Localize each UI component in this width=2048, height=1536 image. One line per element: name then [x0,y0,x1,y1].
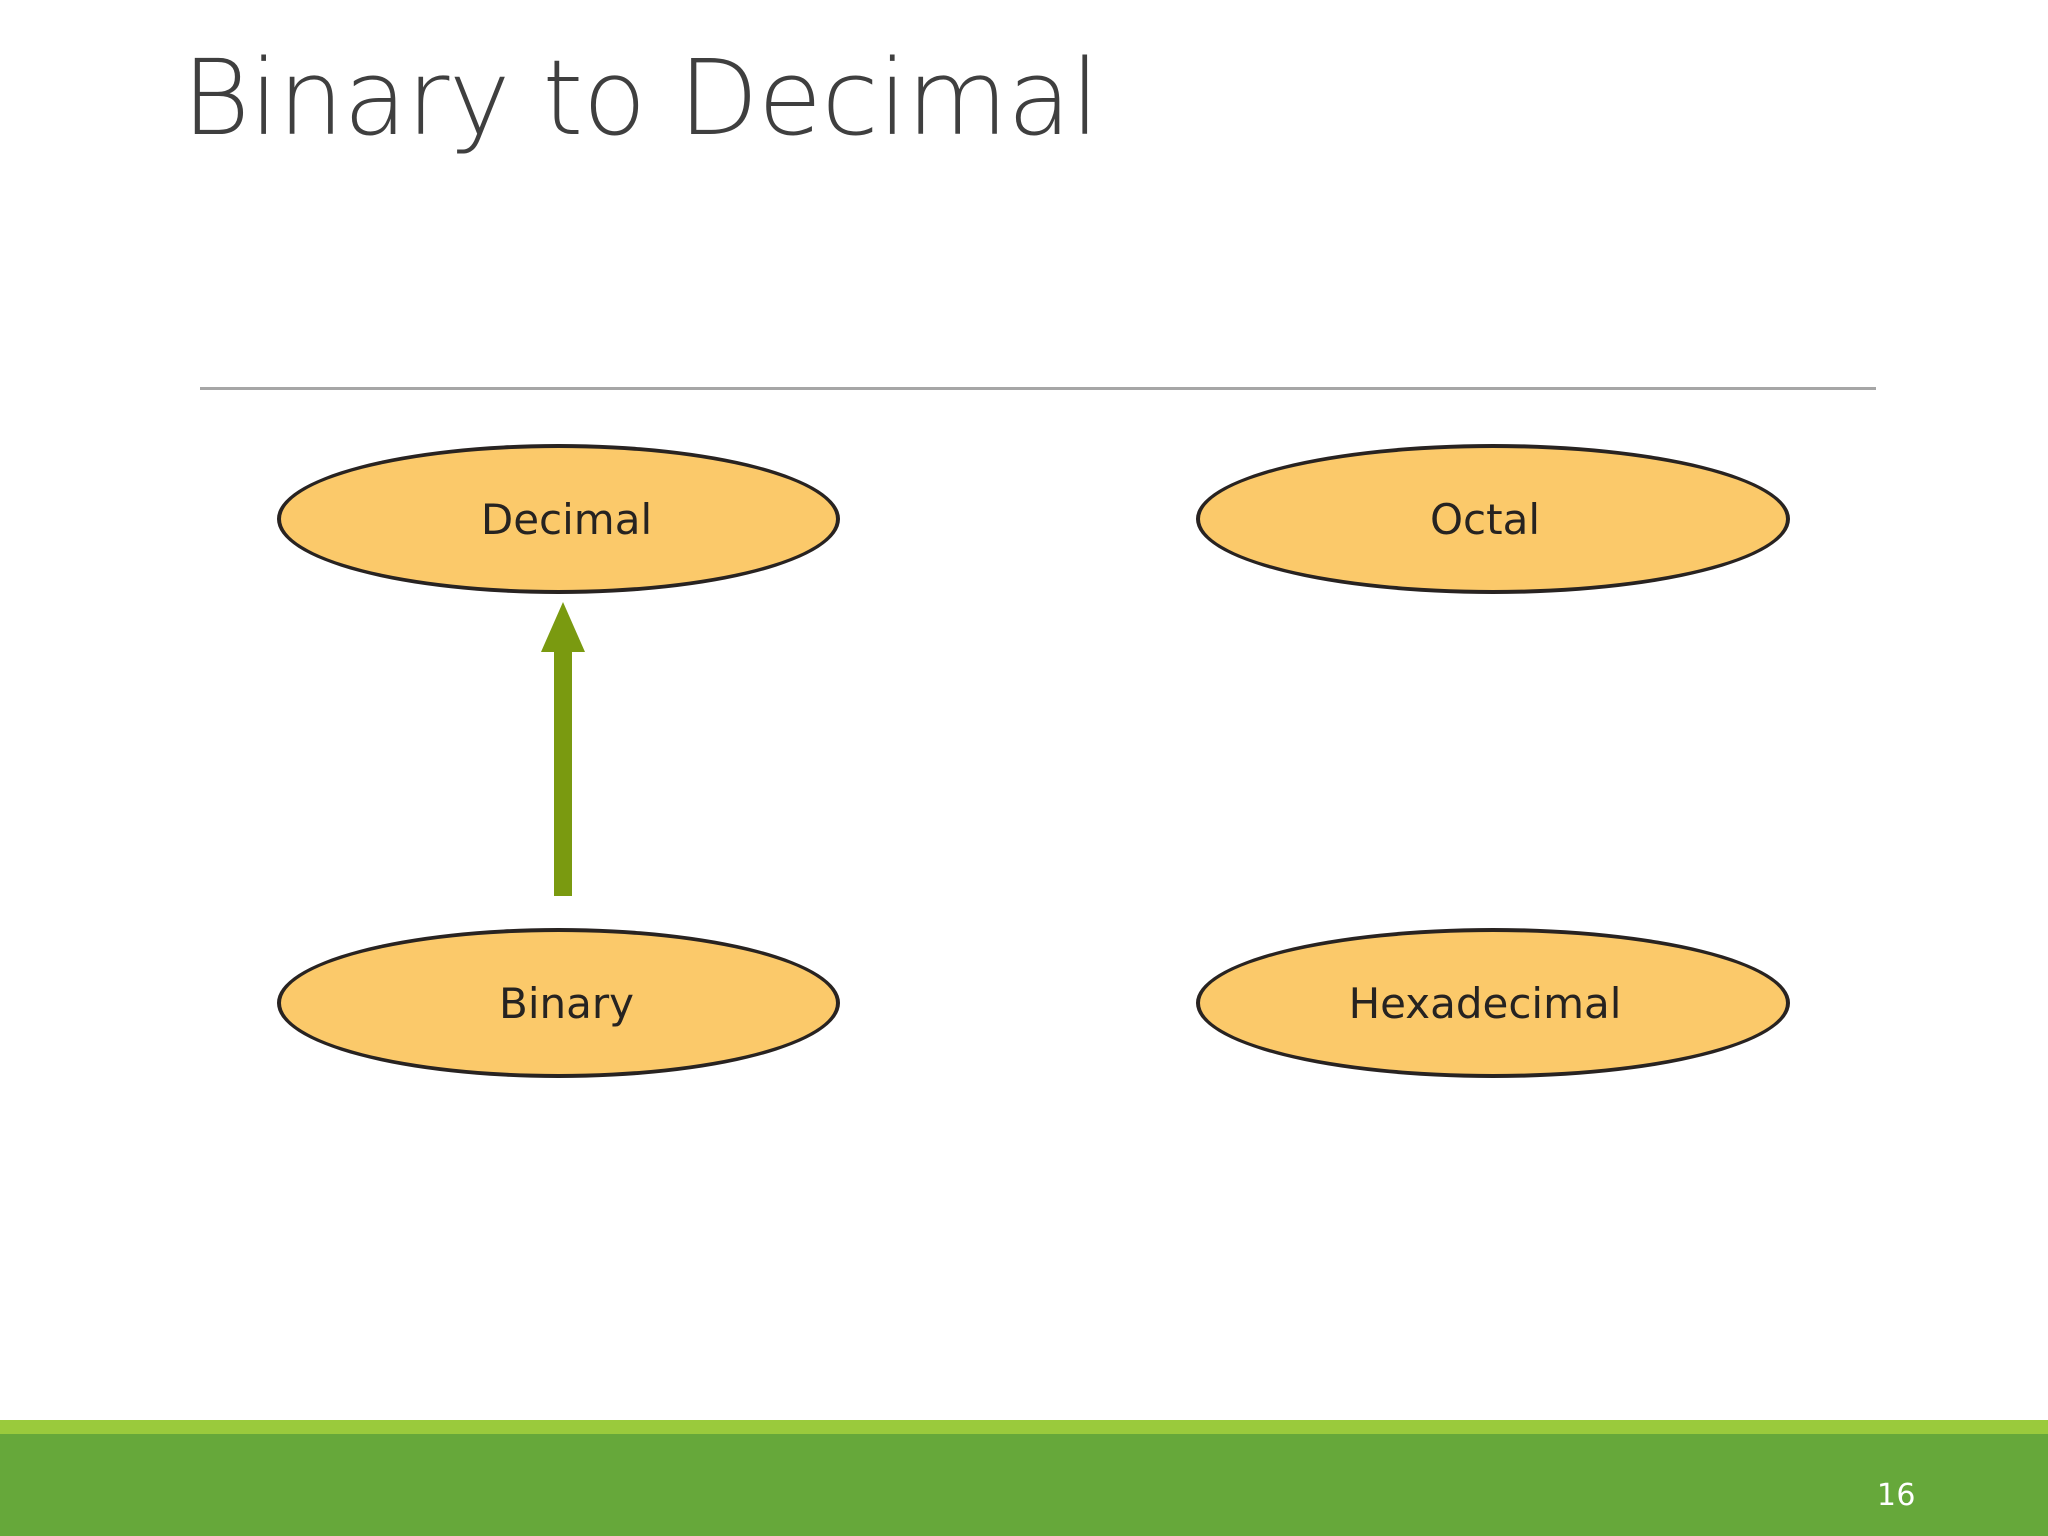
footer-main-bar [0,1434,2048,1536]
footer-accent-strip [0,1420,2048,1434]
diagram-node-hexadecimal[interactable]: Hexadecimal [1196,928,1790,1078]
diagram-node-binary-label: Binary [499,978,634,1028]
diagram-node-decimal[interactable]: Decimal [277,444,840,594]
diagram-node-binary[interactable]: Binary [277,928,840,1078]
diagram-node-octal[interactable]: Octal [1196,444,1790,594]
page-number: 16 [1876,1478,1916,1513]
diagram-node-hexadecimal-label: Hexadecimal [1348,978,1622,1028]
page-title: Binary to Decimal [182,37,1100,159]
footer-band [0,1420,2048,1536]
diagram-node-decimal-label: Decimal [480,494,653,544]
arrow-up-icon [541,602,585,896]
title-divider [200,387,1876,390]
diagram-node-octal-label: Octal [1429,494,1541,544]
